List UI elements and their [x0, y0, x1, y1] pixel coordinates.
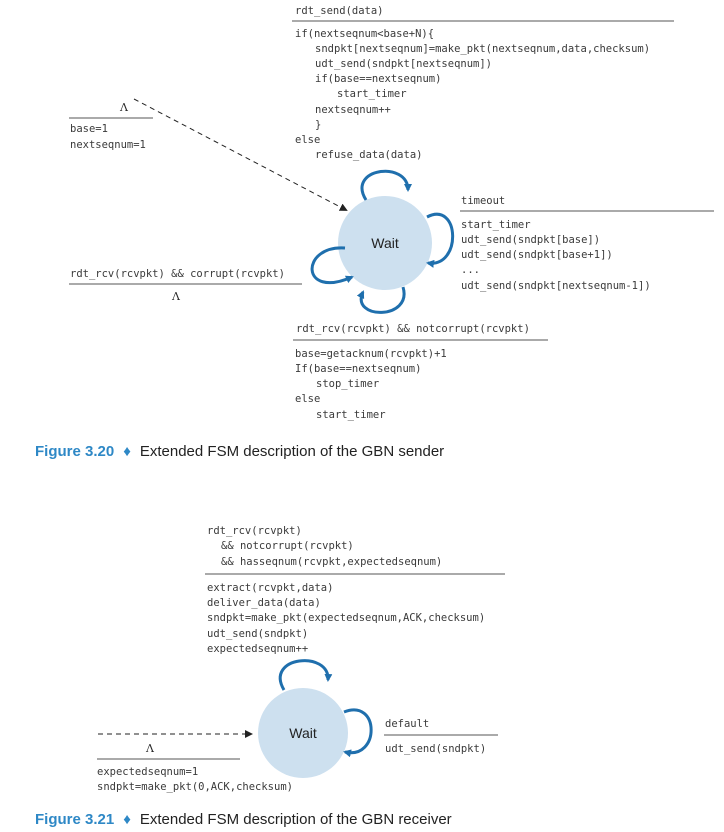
receiver-init-action: sndpkt=make_pkt(0,ACK,checksum) [97, 781, 293, 793]
receiver-wait-label: Wait [289, 725, 317, 741]
sender-send-event: rdt_send(data) [295, 5, 384, 17]
receiver-rcv-action: sndpkt=make_pkt(expectedseqnum,ACK,check… [207, 612, 485, 624]
sender-send-transition: rdt_send(data) if(nextseqnum<base+N){ sn… [292, 5, 674, 161]
receiver-rcv-transition: rdt_rcv(rcvpkt) && notcorrupt(rcvpkt) &&… [205, 525, 505, 655]
sender-init-event: Λ [119, 101, 129, 114]
sender-left-loop [310, 246, 354, 285]
sender-send-action: if(nextseqnum<base+N){ [295, 28, 434, 40]
receiver-right-loop [343, 708, 373, 758]
sender-caption: Figure 3.20 ♦ Extended FSM description o… [35, 443, 444, 460]
receiver-top-loop [278, 659, 333, 691]
sender-ack-action: start_timer [316, 409, 386, 421]
sender-ack-action: base=getacknum(rcvpkt)+1 [295, 348, 447, 360]
sender-corrupt-event: rdt_rcv(rcvpkt) && corrupt(rcvpkt) [70, 268, 285, 280]
receiver-init-action: expectedseqnum=1 [97, 766, 198, 778]
sender-timeout-action: start_timer [461, 219, 531, 231]
sender-timeout-action: udt_send(sndpkt[base+1]) [461, 249, 613, 261]
sender-top-loop [360, 169, 412, 201]
receiver-default-event: default [385, 718, 429, 730]
sender-corrupt-transition: rdt_rcv(rcvpkt) && corrupt(rcvpkt) Λ [69, 268, 302, 303]
receiver-caption-label: Figure 3.21 [35, 811, 114, 828]
sender-right-loop [426, 212, 455, 268]
sender-send-action: start_timer [337, 88, 407, 100]
sender-send-action: refuse_data(data) [315, 149, 422, 161]
sender-send-action: if(base==nextseqnum) [315, 73, 441, 85]
sender-send-action: } [315, 119, 321, 131]
sender-ack-transition: rdt_rcv(rcvpkt) && notcorrupt(rcvpkt) ba… [293, 323, 548, 421]
sender-ack-action: stop_timer [316, 378, 379, 390]
sender-corrupt-action: Λ [171, 290, 181, 303]
receiver-rcv-action: extract(rcvpkt,data) [207, 582, 333, 594]
sender-caption-label: Figure 3.20 [35, 443, 114, 460]
receiver-caption-sep: ♦ [123, 811, 131, 828]
receiver-rcv-event: && notcorrupt(rcvpkt) [221, 540, 354, 552]
receiver-init-transition: Λ expectedseqnum=1 sndpkt=make_pkt(0,ACK… [97, 730, 293, 793]
receiver-rcv-action: deliver_data(data) [207, 597, 321, 609]
sender-init-transition: Λ base=1 nextseqnum=1 [69, 98, 348, 211]
receiver-wait-state [258, 688, 348, 778]
sender-init-action: nextseqnum=1 [70, 139, 146, 151]
sender-fsm: rdt_send(data) if(nextseqnum<base+N){ sn… [35, 5, 714, 460]
sender-wait-state [338, 196, 432, 290]
sender-ack-action: else [295, 393, 320, 405]
sender-timeout-action: ... [461, 264, 480, 276]
sender-send-action: sndpkt[nextseqnum]=make_pkt(nextseqnum,d… [315, 43, 650, 55]
receiver-caption-text: Extended FSM description of the GBN rece… [140, 811, 452, 828]
sender-send-action: udt_send(sndpkt[nextseqnum]) [315, 58, 492, 70]
sender-timeout-event: timeout [461, 195, 505, 207]
receiver-default-transition: default udt_send(sndpkt) [384, 718, 498, 755]
sender-timeout-action: udt_send(sndpkt[nextseqnum-1]) [461, 280, 651, 292]
sender-bottom-loop [356, 286, 406, 314]
receiver-default-action: udt_send(sndpkt) [385, 743, 486, 755]
sender-init-action: base=1 [70, 123, 108, 135]
receiver-rcv-event: rdt_rcv(rcvpkt) [207, 525, 302, 537]
sender-caption-sep: ♦ [123, 443, 131, 460]
receiver-rcv-event: && hasseqnum(rcvpkt,expectedseqnum) [221, 556, 442, 568]
sender-init-arrow [133, 98, 348, 211]
sender-timeout-transition: timeout start_timer udt_send(sndpkt[base… [460, 195, 714, 292]
sender-ack-event: rdt_rcv(rcvpkt) && notcorrupt(rcvpkt) [296, 323, 530, 335]
receiver-fsm: rdt_rcv(rcvpkt) && notcorrupt(rcvpkt) &&… [35, 525, 505, 828]
sender-send-action: nextseqnum++ [315, 104, 391, 116]
receiver-init-event: Λ [145, 742, 155, 755]
sender-timeout-action: udt_send(sndpkt[base]) [461, 234, 600, 246]
sender-wait-label: Wait [371, 235, 399, 251]
sender-ack-action: If(base==nextseqnum) [295, 363, 421, 375]
sender-caption-text: Extended FSM description of the GBN send… [140, 443, 444, 460]
sender-send-action: else [295, 134, 320, 146]
receiver-rcv-action: udt_send(sndpkt) [207, 628, 308, 640]
receiver-rcv-action: expectedseqnum++ [207, 643, 308, 655]
receiver-caption: Figure 3.21 ♦ Extended FSM description o… [35, 811, 452, 828]
